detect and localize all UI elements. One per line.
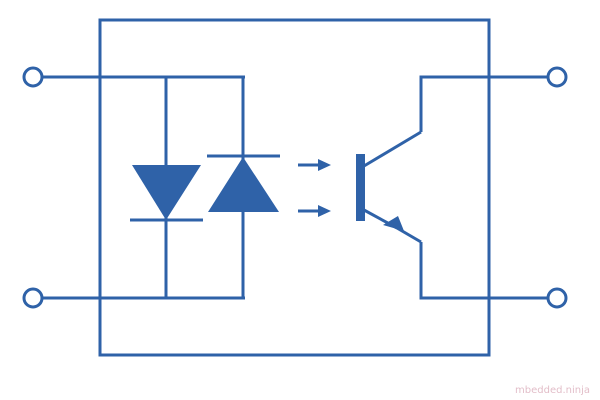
led-1-body — [132, 165, 201, 220]
output-wiring — [419, 75, 548, 300]
output-top-terminal-icon[interactable] — [546, 66, 568, 88]
input-bottom-terminal-icon[interactable] — [22, 287, 44, 309]
light-arrow-2-head — [318, 205, 331, 217]
transistor-base-bar — [356, 154, 365, 221]
transistor-emitter-arrow — [383, 216, 404, 231]
led-up-triangle-icon — [207, 154, 280, 212]
output-top-lead — [419, 75, 548, 132]
light-arrows-icon — [298, 159, 331, 217]
transistor-emitter-to-lead — [396, 226, 422, 244]
light-arrow-1-head — [318, 159, 331, 171]
output-bottom-lead — [419, 242, 548, 300]
watermark: mbedded.ninja — [515, 385, 590, 396]
output-bottom-terminal-icon[interactable] — [546, 287, 568, 309]
transistor-collector-diag — [363, 130, 422, 168]
led-down-triangle-icon — [130, 165, 203, 222]
input-wiring — [42, 75, 245, 300]
input-top-terminal-icon[interactable] — [22, 66, 44, 88]
package-outline — [98, 18, 491, 357]
led-2-body — [208, 157, 279, 212]
npn-phototransistor-icon — [356, 130, 422, 244]
